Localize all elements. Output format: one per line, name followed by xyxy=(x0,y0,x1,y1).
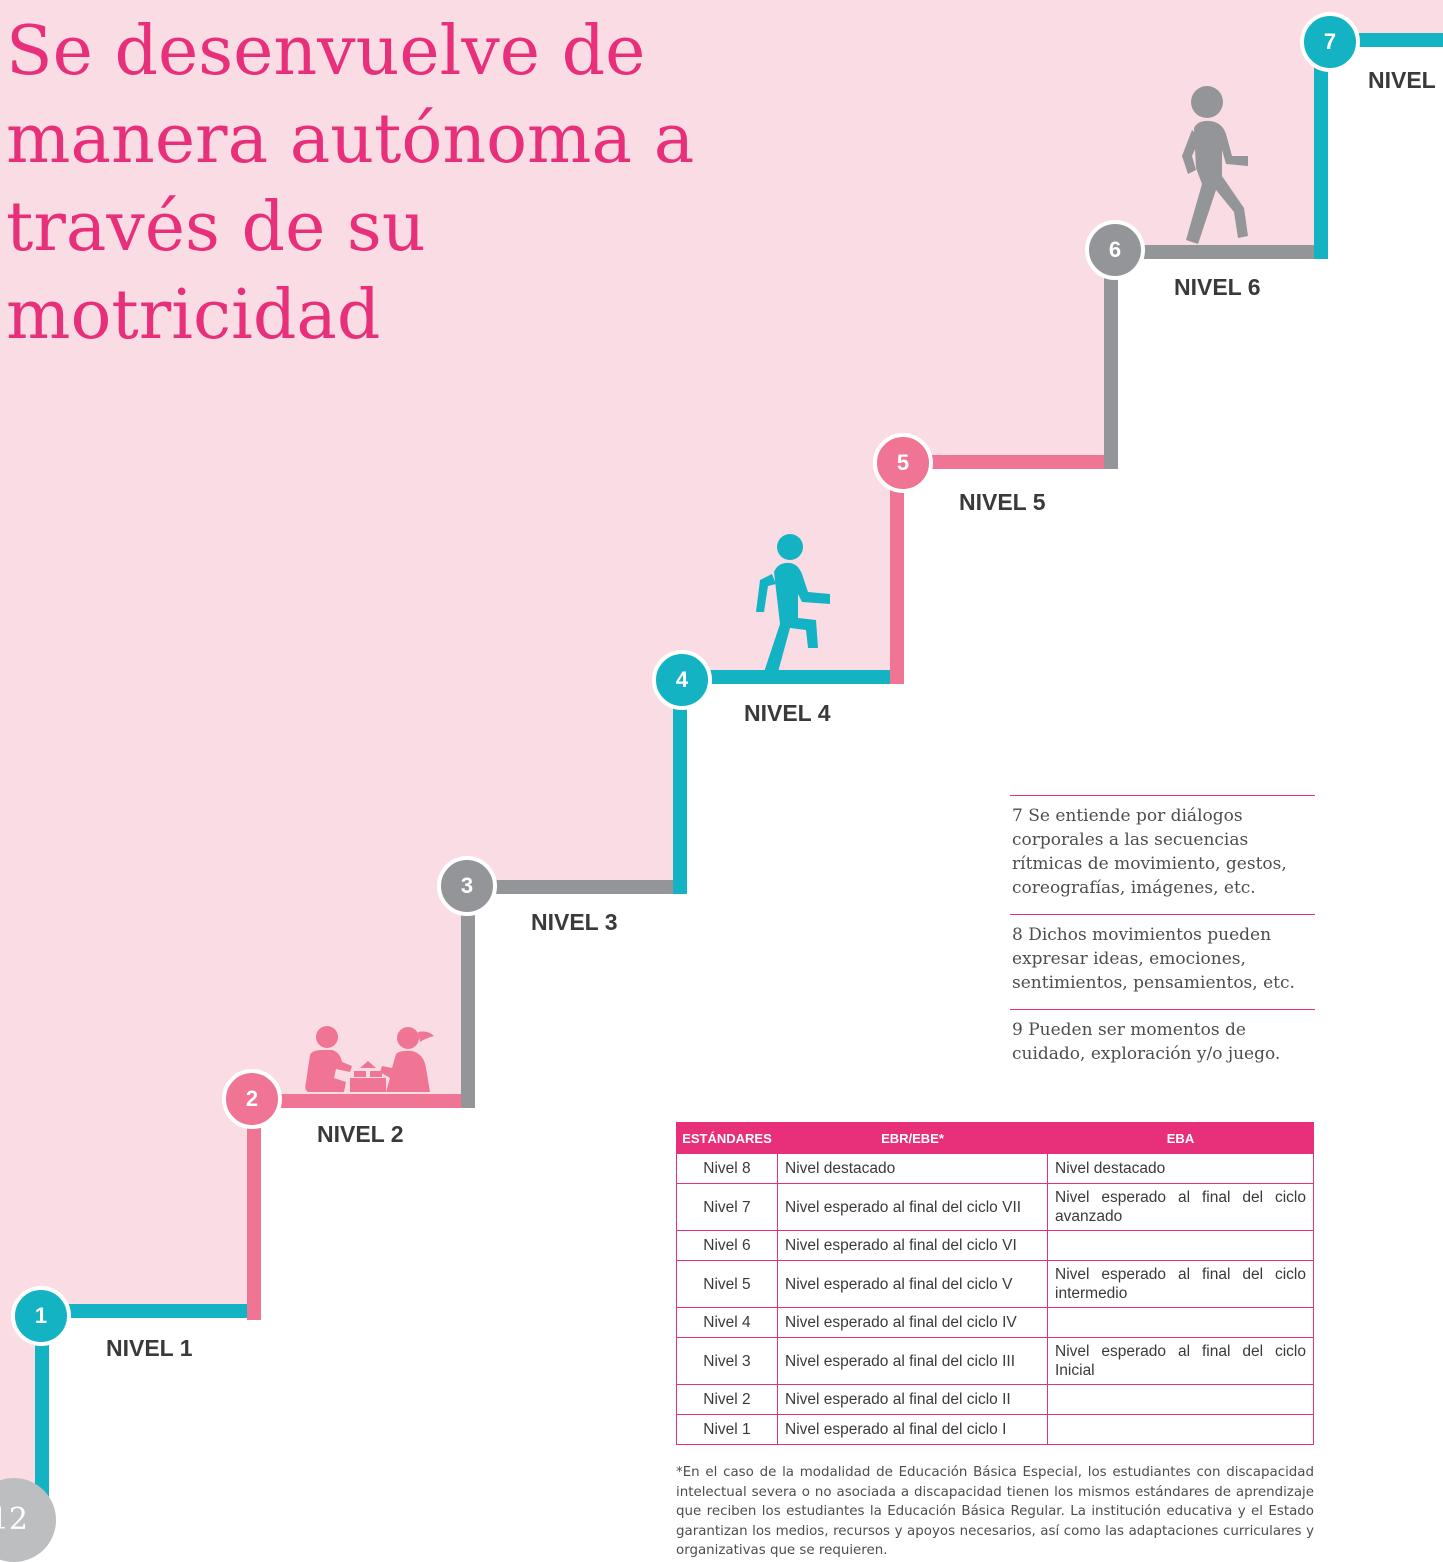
table-cell: Nivel 3 xyxy=(676,1337,778,1385)
table-cell: Nivel esperado al final del ciclo VI xyxy=(777,1230,1048,1261)
table-cell: Nivel 6 xyxy=(676,1230,778,1261)
table-cell: Nivel 5 xyxy=(676,1260,778,1308)
page-title: Se desenvuelve de manera autónoma a trav… xyxy=(6,12,695,355)
children-playing-blocks-icon xyxy=(305,1026,434,1092)
standards-table: ESTÁNDARES EBR/EBE* EBA Nivel 8 Nivel de… xyxy=(676,1122,1314,1445)
table-row: Nivel 6 Nivel esperado al final del cicl… xyxy=(676,1230,1314,1261)
table-cell: Nivel esperado al final del ciclo VII xyxy=(777,1183,1048,1231)
table-row: Nivel 3 Nivel esperado al final del cicl… xyxy=(676,1337,1314,1385)
table-cell: Nivel 2 xyxy=(676,1384,778,1415)
table-cell xyxy=(1047,1230,1314,1261)
table-cell: Nivel 7 xyxy=(676,1183,778,1231)
footnote-9: 9 Pueden ser momentos de cuidado, explor… xyxy=(1010,1009,1315,1066)
table-cell: Nivel destacado xyxy=(1047,1153,1314,1184)
level-7-badge: 7 xyxy=(1300,12,1360,72)
table-row: Nivel 2 Nivel esperado al final del cicl… xyxy=(676,1384,1314,1415)
level-3-label: NIVEL 3 xyxy=(531,909,618,935)
level-4-badge: 4 xyxy=(652,650,712,710)
footnotes: 7 Se entiende por diálogos corporales a … xyxy=(1010,795,1315,1080)
table-row: Nivel 7 Nivel esperado al final del cicl… xyxy=(676,1183,1314,1231)
level-2-badge: 2 xyxy=(222,1069,282,1129)
table-cell: Nivel destacado xyxy=(777,1153,1048,1184)
footnote-8: 8 Dichos movimientos pueden expresar ide… xyxy=(1010,914,1315,995)
table-cell: Nivel esperado al final del ciclo II xyxy=(777,1384,1048,1415)
level-2-label: NIVEL 2 xyxy=(317,1121,404,1147)
table-cell: Nivel 8 xyxy=(676,1153,778,1184)
table-cell: Nivel esperado al final del ciclo I xyxy=(777,1414,1048,1445)
table-cell xyxy=(1047,1414,1314,1445)
table-cell: Nivel esperado al final del ciclo IV xyxy=(777,1307,1048,1338)
table-cell: Nivel esperado al final del ciclo III xyxy=(777,1337,1048,1385)
adult-walking-icon xyxy=(1182,86,1248,244)
table-cell: Nivel 1 xyxy=(676,1414,778,1445)
table-row: Nivel 4 Nivel esperado al final del cicl… xyxy=(676,1307,1314,1338)
table-footnote: *En el caso de la modalidad de Educación… xyxy=(676,1465,1314,1559)
table-header-eba: EBA xyxy=(1047,1122,1314,1154)
level-4-label: NIVEL 4 xyxy=(744,700,831,726)
level-3-badge: 3 xyxy=(437,856,497,916)
table-cell xyxy=(1047,1384,1314,1415)
table-header-standards: ESTÁNDARES xyxy=(676,1122,778,1154)
level-6-badge: 6 xyxy=(1085,220,1145,280)
table-row: Nivel 5 Nivel esperado al final del cicl… xyxy=(676,1260,1314,1308)
table-cell: Nivel esperado al final del ciclo avanza… xyxy=(1047,1183,1314,1231)
table-row: Nivel 1 Nivel esperado al final del cicl… xyxy=(676,1414,1314,1445)
table-cell xyxy=(1047,1307,1314,1338)
table-cell: Nivel esperado al final del ciclo interm… xyxy=(1047,1260,1314,1308)
level-1-label: NIVEL 1 xyxy=(106,1335,193,1361)
table-header-ebr-ebe: EBR/EBE* xyxy=(777,1122,1048,1154)
table-cell: Nivel esperado al final del ciclo Inicia… xyxy=(1047,1337,1314,1385)
level-5-label: NIVEL 5 xyxy=(959,489,1046,515)
table-cell: Nivel 4 xyxy=(676,1307,778,1338)
table-header-row: ESTÁNDARES EBR/EBE* EBA xyxy=(676,1122,1314,1154)
footnote-7: 7 Se entiende por diálogos corporales a … xyxy=(1010,795,1315,900)
level-5-badge: 5 xyxy=(873,433,933,493)
level-1-badge: 1 xyxy=(11,1286,71,1346)
level-6-label: NIVEL 6 xyxy=(1174,274,1261,300)
table-cell: Nivel esperado al final del ciclo V xyxy=(777,1260,1048,1308)
table-row: Nivel 8 Nivel destacado Nivel destacado xyxy=(676,1153,1314,1184)
child-climbing-icon xyxy=(756,534,830,672)
level-7-label: NIVEL xyxy=(1368,67,1436,93)
